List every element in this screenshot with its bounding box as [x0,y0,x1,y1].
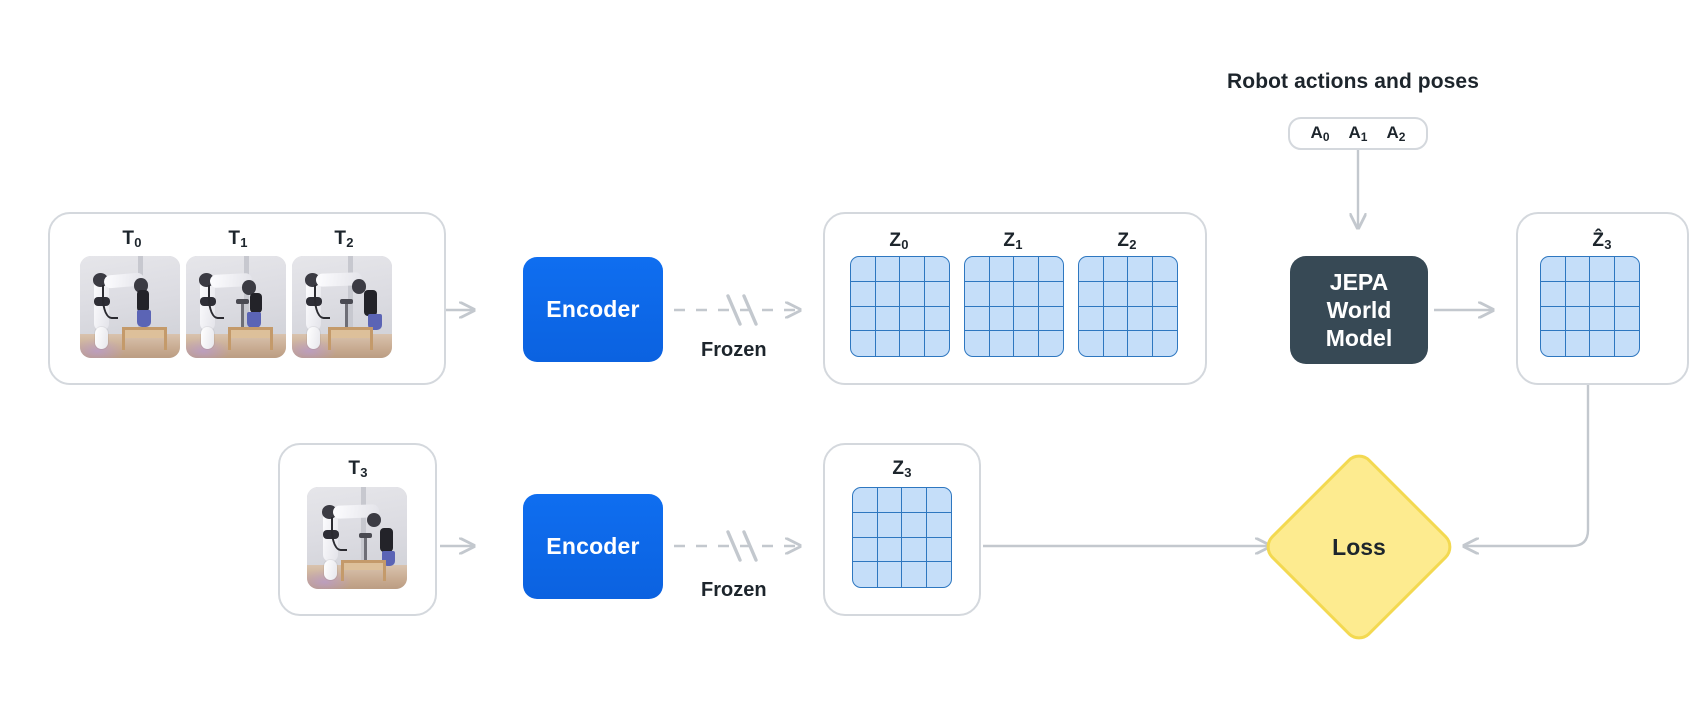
frame-t2 [292,256,392,358]
latent-label-zhat3: Ẑ3 [1592,230,1612,252]
latent-label-z1: Z1 [1003,230,1023,252]
camera-stand [241,301,244,329]
frame-t3 [307,487,407,589]
arrow-predicted-to-loss [1464,382,1590,546]
encoder-top[interactable]: Encoder [523,257,663,362]
jepa-world-model[interactable]: JEPA World Model [1290,256,1428,364]
robot-gripper [250,292,262,314]
wooden-table [328,327,373,338]
break-slash-a-top [726,294,742,326]
robot-arm-wrist [242,280,256,295]
loss-label: Loss [1332,533,1386,560]
latent-label-z0: Z0 [889,230,909,252]
action-token-a1: A1 [1348,123,1368,144]
robot-base [201,327,214,349]
blue-cup [368,314,382,331]
frame-label-t3: T3 [348,458,368,480]
camera-stand [364,535,367,561]
camera-stand [345,301,348,329]
latent-z1 [964,256,1064,357]
frozen-label-bottom: Frozen [701,579,767,601]
robot-base [324,560,337,580]
robot-base [95,327,108,349]
action-token-a2: A2 [1386,123,1406,144]
jepa-world-model-label: JEPA World Model [1325,268,1393,352]
wooden-table [341,560,386,570]
latent-label-z3: Z3 [892,458,912,480]
actions-pill: A0 A1 A2 [1288,117,1428,150]
latent-z2 [1078,256,1178,357]
robot-cable [331,516,347,552]
break-slash-b-bottom [742,530,758,562]
blue-cup [137,310,151,328]
wooden-table [228,327,273,338]
robot-actions-title: Robot actions and poses [1227,70,1479,93]
robot-base [307,327,320,349]
robot-arm-wrist [134,278,148,293]
encoder-top-label: Encoder [546,296,640,322]
robot-gripper [364,289,377,317]
robot-arm-wrist [367,512,381,527]
frame-label-t1: T1 [228,228,248,250]
wall-seam [348,256,353,336]
robot-cable [102,284,118,320]
frame-t0 [80,256,180,358]
wall-seam [361,487,366,567]
table-legs [328,335,373,350]
latent-zhat3 [1540,256,1640,357]
robot-cable [314,284,330,320]
frozen-label-top: Frozen [701,339,767,361]
robot-cable [208,284,224,320]
break-slash-b-top [742,294,758,326]
encoder-bottom[interactable]: Encoder [523,494,663,599]
table-legs [122,335,167,350]
table-legs [228,335,273,350]
latent-label-z2: Z2 [1117,230,1137,252]
table-legs [341,567,386,581]
camera-head [236,298,249,304]
frame-label-t2: T2 [334,228,354,250]
loss-node[interactable]: Loss [1260,448,1458,646]
robot-gripper [380,527,393,553]
frame-t1 [186,256,286,358]
robot-gripper [137,289,149,313]
blue-cup [247,312,261,329]
break-slash-a-bottom [726,530,742,562]
latent-z0 [850,256,950,357]
camera-head [359,532,372,538]
latent-z3 [852,487,952,588]
wooden-table [122,327,167,338]
wall-seam [244,256,249,336]
camera-head [340,298,353,304]
frame-label-t0: T0 [122,228,142,250]
encoder-bottom-label: Encoder [546,533,640,559]
robot-arm-wrist [352,279,366,294]
action-token-a0: A0 [1310,123,1330,144]
